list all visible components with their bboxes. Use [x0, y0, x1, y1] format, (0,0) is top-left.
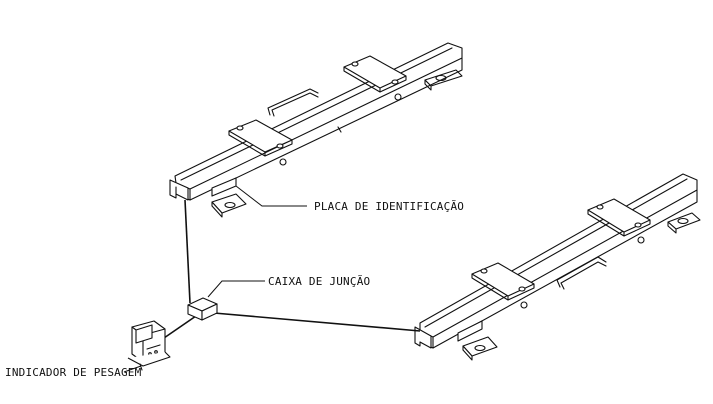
upper-bar-plate-front	[228, 119, 293, 166]
lower-bar-rear-foot	[667, 212, 701, 234]
upper-load-bar	[169, 42, 463, 218]
weighing-indicator-label: INDICADOR DE PESAGEM	[5, 366, 142, 379]
lower-bar-channel	[419, 173, 698, 338]
lower-bar-plate-rear	[587, 198, 651, 244]
lower-bar-plate-front	[471, 262, 535, 309]
nameplate-leader	[235, 185, 307, 207]
upper-bar-front-foot	[211, 193, 247, 218]
cables	[163, 199, 421, 339]
indicator-display	[135, 324, 153, 344]
junction-box-leader	[207, 280, 265, 298]
indicator-leader	[123, 365, 142, 373]
cable-indicator	[163, 315, 197, 339]
leader-lines	[123, 185, 307, 373]
upper-bar-handle	[267, 88, 319, 117]
lower-load-bar	[414, 173, 701, 361]
cable-lower-bar	[213, 312, 421, 332]
cable-upper-bar	[184, 199, 191, 304]
junction-box	[187, 297, 218, 321]
nameplate	[211, 177, 237, 197]
lower-bar-front-foot	[462, 336, 498, 361]
nameplate-label: PLACA DE IDENTIFICAÇÃO	[314, 200, 464, 213]
weighing-indicator	[127, 320, 171, 371]
junction-box-label: CAIXA DE JUNÇÃO	[268, 275, 370, 288]
upper-bar-channel	[174, 42, 463, 190]
upper-bar-plate-rear	[343, 55, 407, 101]
